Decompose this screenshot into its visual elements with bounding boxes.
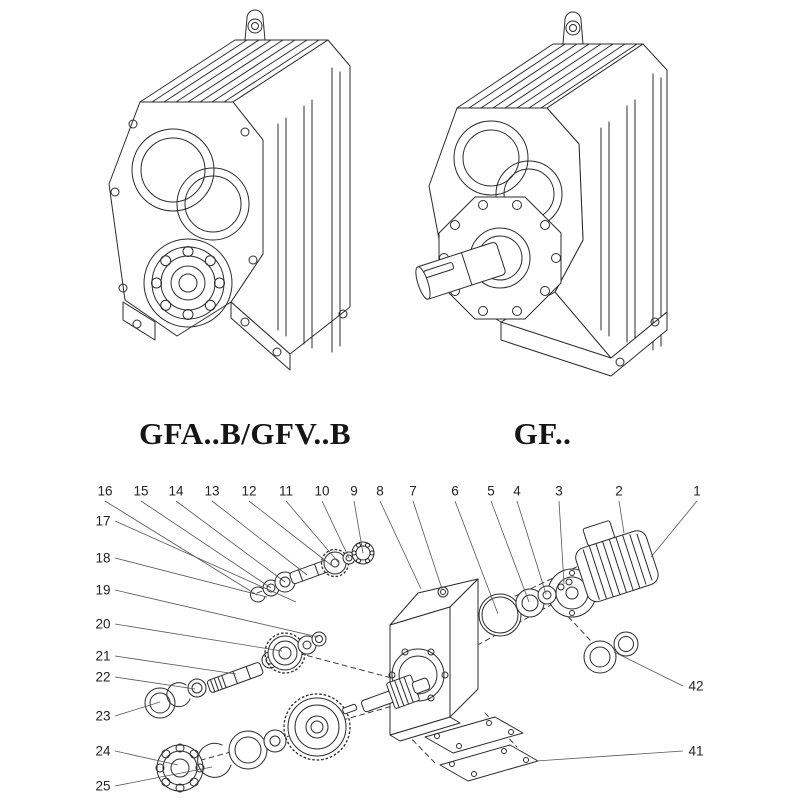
leader-lines-right [535, 651, 684, 762]
motor-group [547, 520, 659, 618]
gearbox-drawing-gf [415, 11, 668, 377]
exploded-view-drawing [104, 500, 698, 793]
housing-left [108, 9, 351, 371]
housing-right [415, 11, 668, 377]
shaft-key [342, 703, 358, 715]
callout-25: 25 [95, 778, 111, 794]
callout-11: 11 [278, 483, 294, 499]
callout-3: 3 [555, 483, 563, 499]
callout-17: 17 [95, 513, 111, 529]
caption-gfab-gfvb: GFA..B/GFV..B [138, 416, 352, 451]
callout-1: 1 [693, 483, 701, 499]
callout-41: 41 [688, 743, 704, 759]
callout-21: 21 [95, 648, 111, 664]
callout-19: 19 [95, 582, 111, 598]
callout-24: 24 [95, 743, 111, 759]
callout-4: 4 [513, 483, 521, 499]
callout-22: 22 [95, 669, 111, 685]
gearbox-drawing-gfab-gfvb [108, 9, 351, 371]
leader-lines-left [114, 520, 319, 787]
input-rings-group [478, 578, 639, 674]
output-bearing-left [143, 238, 233, 328]
gear-housing-group [388, 578, 479, 742]
callout-8: 8 [376, 483, 384, 499]
callout-15: 15 [133, 483, 149, 499]
callout-6: 6 [451, 483, 459, 499]
callout-20: 20 [95, 616, 111, 632]
output-shaft [415, 242, 506, 300]
callout-42: 42 [688, 678, 704, 694]
callout-14: 14 [168, 483, 184, 499]
callout-16: 16 [97, 483, 113, 499]
caption-gf: GF.. [513, 416, 572, 451]
upper-shaft-group [249, 541, 375, 603]
callout-2: 2 [615, 483, 623, 499]
callout-5: 5 [487, 483, 495, 499]
intermediate-shaft-group [144, 631, 327, 719]
callout-10: 10 [314, 483, 330, 499]
callout-13: 13 [204, 483, 220, 499]
callout-7: 7 [409, 483, 417, 499]
callout-9: 9 [350, 483, 358, 499]
leader-lines-top [104, 500, 698, 615]
output-shaft-group [155, 674, 431, 793]
callout-18: 18 [95, 550, 111, 566]
callout-23: 23 [95, 708, 111, 724]
callout-12: 12 [241, 483, 257, 499]
